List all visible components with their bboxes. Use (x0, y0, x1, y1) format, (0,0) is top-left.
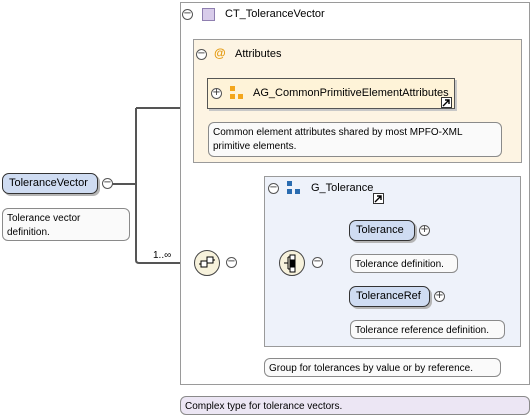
group-annotation: Group for tolerances by value or by refe… (264, 358, 501, 377)
sequence-icon (199, 256, 215, 268)
child-element-annotation: Tolerance reference definition. (350, 320, 505, 339)
minus-toggle-icon[interactable]: − (196, 48, 207, 60)
minus-toggle-icon[interactable]: − (268, 182, 279, 194)
child-element-name: ToleranceRef (356, 290, 421, 302)
link-arrow-icon[interactable] (373, 193, 384, 204)
group-name: G_Tolerance (311, 182, 374, 194)
complex-type-name: CT_ToleranceVector (225, 8, 325, 20)
root-element-annotation: Tolerance vector definition. (2, 208, 130, 241)
complex-type-header: − CT_ToleranceVector (182, 7, 482, 23)
choice-compositor[interactable] (279, 250, 305, 276)
complex-type-annotation: Complex type for tolerance vectors. (180, 396, 530, 415)
group-icon (287, 181, 301, 195)
minus-toggle-icon[interactable]: − (226, 256, 237, 268)
attribute-group-node[interactable] (207, 78, 455, 109)
attribute-group-name: AG_CommonPrimitiveElementAttributes (253, 87, 449, 99)
choice-icon (284, 254, 296, 273)
minus-toggle-icon[interactable]: − (312, 256, 323, 268)
plus-toggle-icon[interactable]: + (211, 87, 222, 99)
minus-toggle-icon[interactable]: − (102, 177, 113, 189)
sequence-cardinality: 1..∞ (153, 250, 172, 261)
minus-toggle-icon[interactable]: − (182, 8, 193, 20)
attribute-group-annotation: Common element attributes shared by most… (208, 122, 502, 157)
child-element-toleranceref[interactable]: ToleranceRef (349, 286, 430, 307)
sequence-compositor[interactable] (194, 250, 220, 276)
child-element-name: Tolerance (356, 224, 404, 236)
root-element-node[interactable]: ToleranceVector (2, 173, 98, 194)
root-element-name: ToleranceVector (9, 177, 88, 189)
plus-toggle-icon[interactable]: + (419, 224, 430, 236)
plus-toggle-icon[interactable]: + (434, 290, 445, 302)
attributes-label: Attributes (235, 48, 282, 60)
attribute-group-icon (230, 86, 244, 100)
at-sign-icon: @ (214, 46, 226, 60)
complex-type-icon (202, 8, 215, 21)
child-element-annotation: Tolerance definition. (350, 254, 458, 273)
child-element-tolerance[interactable]: Tolerance (349, 220, 415, 241)
link-arrow-icon[interactable] (441, 97, 452, 108)
